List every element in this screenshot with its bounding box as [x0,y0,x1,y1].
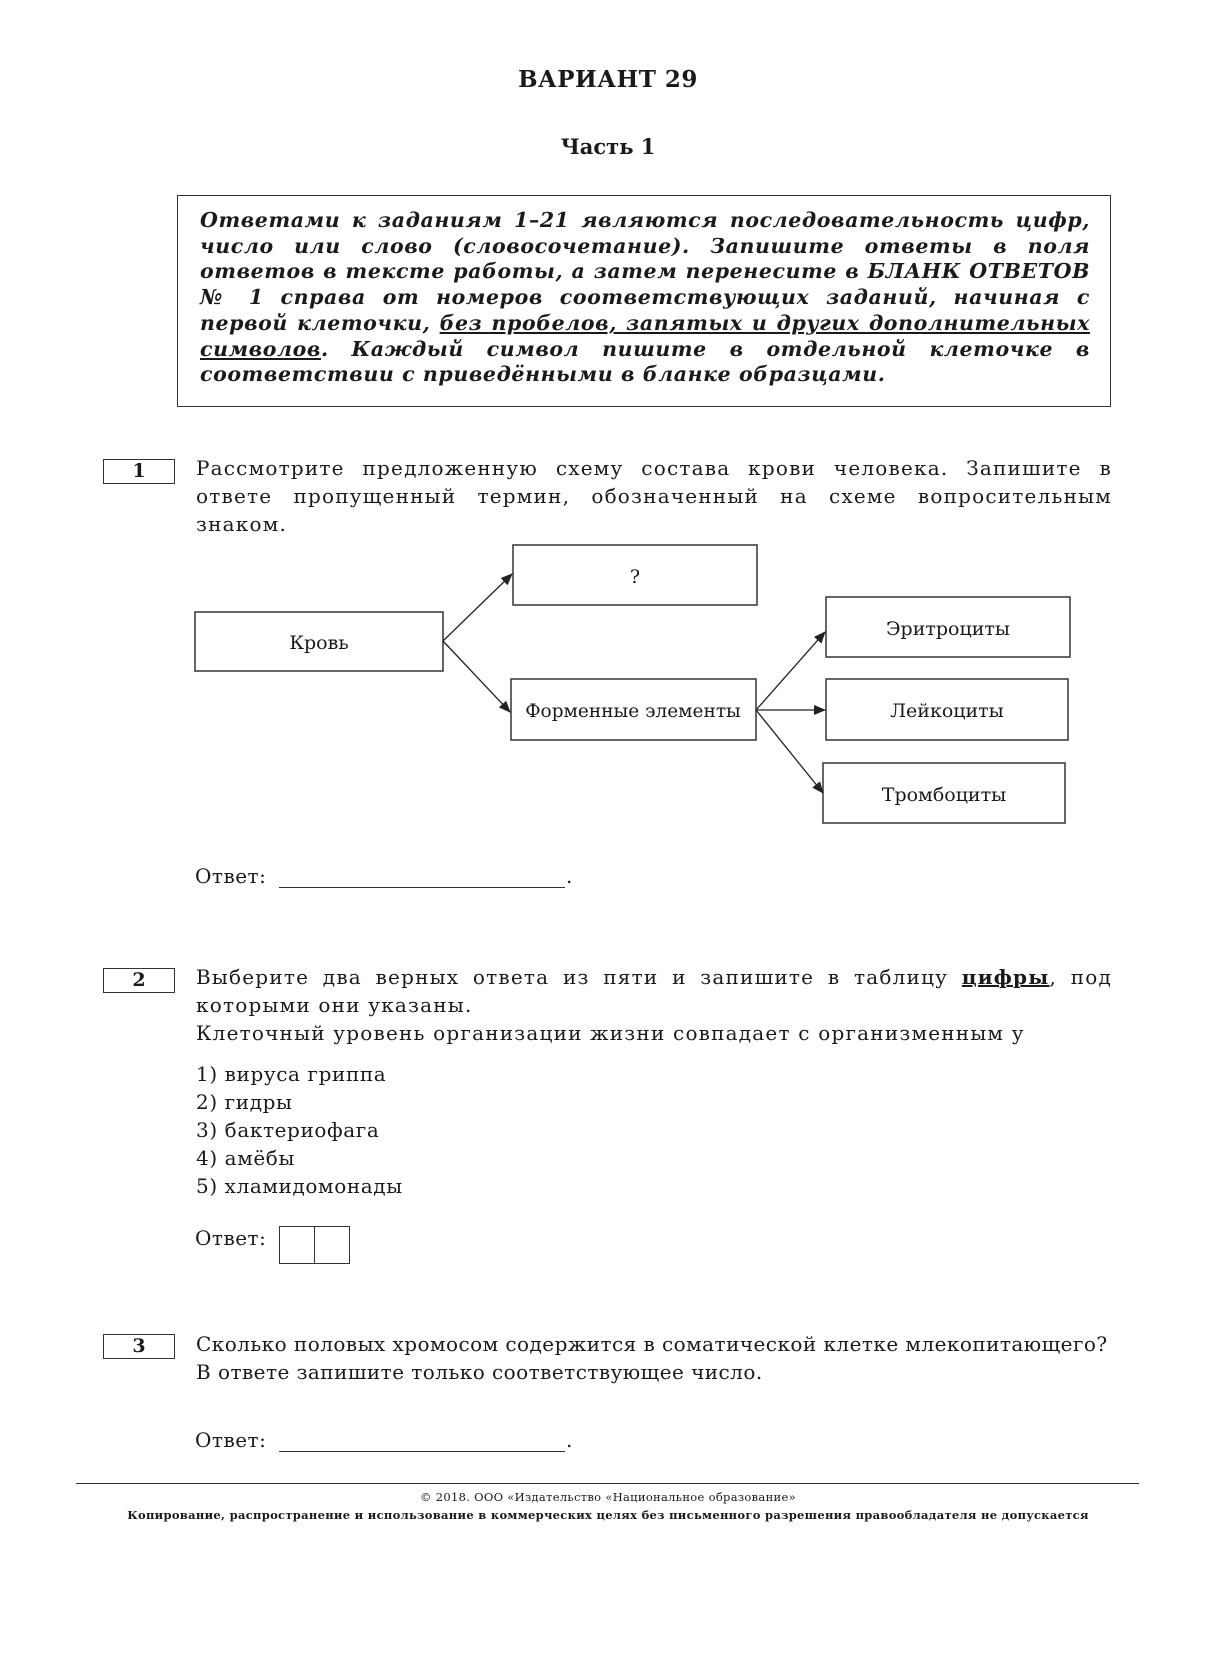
task2-option-5: 5) хламидомонады [196,1174,403,1198]
task3-number-box: 3 [103,1334,175,1359]
arrow-blood-to-formed [442,640,511,713]
blood-composition-diagram: Кровь ? Форменные элементы Эритроциты Ле… [194,544,1071,824]
task2-option-1: 1) вируса гриппа [196,1062,387,1086]
arrow-formed-to-thrombocytes [755,709,824,794]
task2-text-after: , под которыми они указаны. [196,965,1113,1017]
task1-answer-label: Ответ: [195,864,267,888]
task2-text-bold: цифры [961,965,1050,989]
task2-text: Выберите два верных ответа из пяти и зап… [196,963,1112,1019]
task3-answer-label: Ответ: [195,1428,267,1452]
task1-answer-end: . [566,864,573,888]
node-thrombocytes-label: Тромбоциты [882,784,1006,806]
task3-answer-end: . [566,1428,573,1452]
task3-answer-field[interactable] [279,1451,565,1452]
node-unknown-box [512,544,758,606]
node-erythrocytes-label: Эритроциты [886,618,1010,640]
task1-number-box: 1 [103,459,175,484]
task1-answer-field[interactable] [279,887,565,888]
task2-question: Клеточный уровень организации жизни совп… [196,1021,1025,1045]
node-leukocytes-label: Лейкоциты [890,700,1004,722]
node-blood-label: Кровь [289,632,348,654]
instructions-box: Ответами к заданиям 1–21 являются послед… [177,195,1111,407]
task2-option-4: 4) амёбы [196,1146,295,1170]
footer-notice: Копирование, распространение и использов… [127,1508,1089,1522]
task2-text-before: Выберите два верных ответа из пяти и зап… [196,965,962,989]
instructions-text: Ответами к заданиям 1–21 являются послед… [200,208,1090,388]
footer-divider [76,1483,1139,1484]
node-leukocytes-box [825,678,1069,741]
node-formed-label: Форменные элементы [525,701,741,722]
task2-answer-cell-2[interactable] [314,1226,350,1264]
arrow-formed-to-erythrocytes [755,631,826,711]
task2-answer-cell-1[interactable] [279,1226,315,1264]
task2-option-3: 3) бактериофага [196,1118,380,1142]
instructions-underlined: без пробелов, запятых и других дополните… [200,310,1090,361]
task3-text: Сколько половых хромосом содержится в со… [196,1332,1108,1384]
variant-title: ВАРИАНТ 29 [518,66,698,93]
footer-copyright: © 2018. ООО «Издательство «Национальное … [420,1490,796,1504]
node-unknown-label: ? [630,566,640,588]
instructions-part-b: . Каждый символ пишите в отдельной клето… [200,336,1090,387]
part-title: Часть 1 [560,134,656,159]
arrow-blood-to-unknown [442,573,513,642]
task2-answer-label: Ответ: [195,1226,267,1250]
task1-text: Рассмотрите предложенную схему состава к… [196,456,1112,536]
task2-number-box: 2 [103,968,175,993]
instructions-part-a: Ответами к заданиям 1–21 являются послед… [200,208,1090,335]
task2-option-2: 2) гидры [196,1090,293,1114]
node-erythrocytes-box [825,596,1071,658]
